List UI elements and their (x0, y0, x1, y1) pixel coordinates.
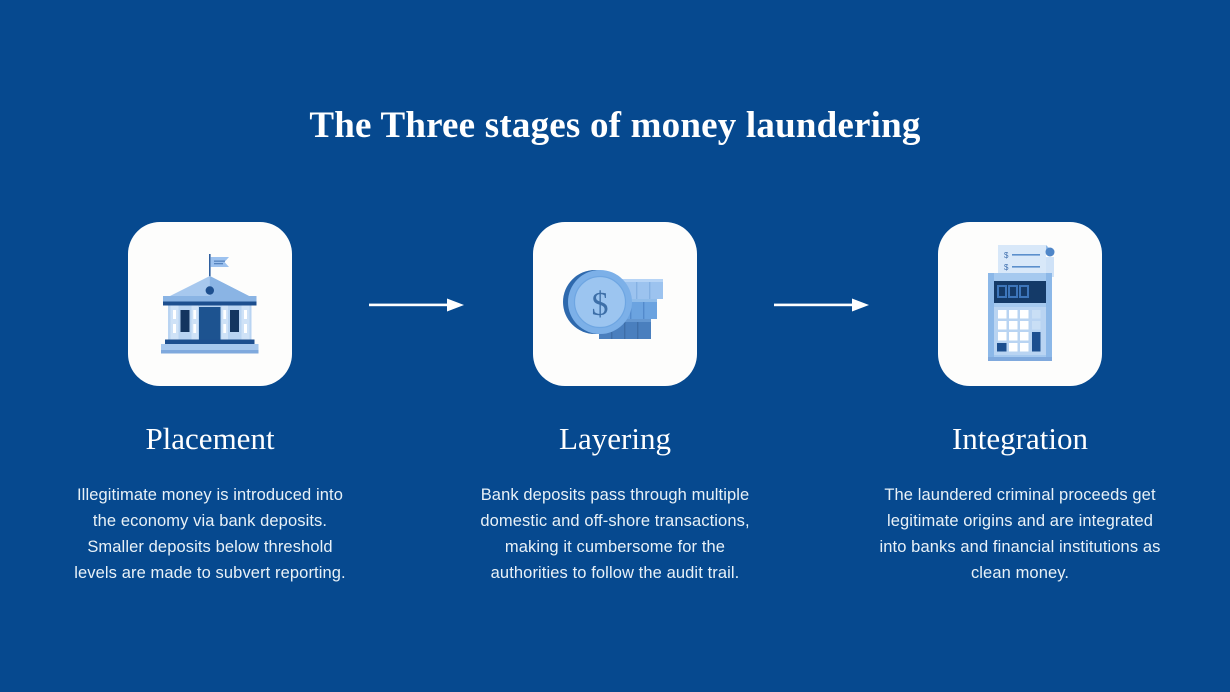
stage-layering: $ Layering Bank deposits pass through mu… (450, 222, 780, 586)
stage-heading-integration: Integration (951, 421, 1088, 456)
svg-text:$: $ (592, 286, 609, 323)
calculator-receipt-icon: $ $ (974, 243, 1066, 365)
svg-text:$: $ (1004, 263, 1009, 272)
stages-row: Placement Illegitimate money is introduc… (0, 222, 1230, 642)
svg-text:$: $ (1004, 251, 1009, 260)
arrow-placement-to-layering (369, 295, 465, 315)
stage-body-placement: Illegitimate money is introduced into th… (74, 486, 346, 583)
icon-card-layering: $ (533, 222, 697, 386)
arrow-layering-to-integration (774, 295, 870, 315)
stage-body-layering: Bank deposits pass through multiple dome… (480, 486, 750, 583)
bank-building-icon (157, 252, 263, 356)
stage-heading-layering: Layering (559, 421, 671, 456)
coins-stack-icon: $ (557, 257, 673, 351)
icon-card-integration: $ $ (938, 222, 1102, 386)
stage-heading-placement: Placement (145, 421, 275, 456)
stage-placement: Placement Illegitimate money is introduc… (45, 222, 375, 586)
stage-integration: $ $ (855, 222, 1185, 586)
page-title: The Three stages of money laundering (309, 105, 921, 146)
icon-card-placement (128, 222, 292, 386)
stage-body-integration: The laundered criminal proceeds get legi… (879, 486, 1161, 583)
